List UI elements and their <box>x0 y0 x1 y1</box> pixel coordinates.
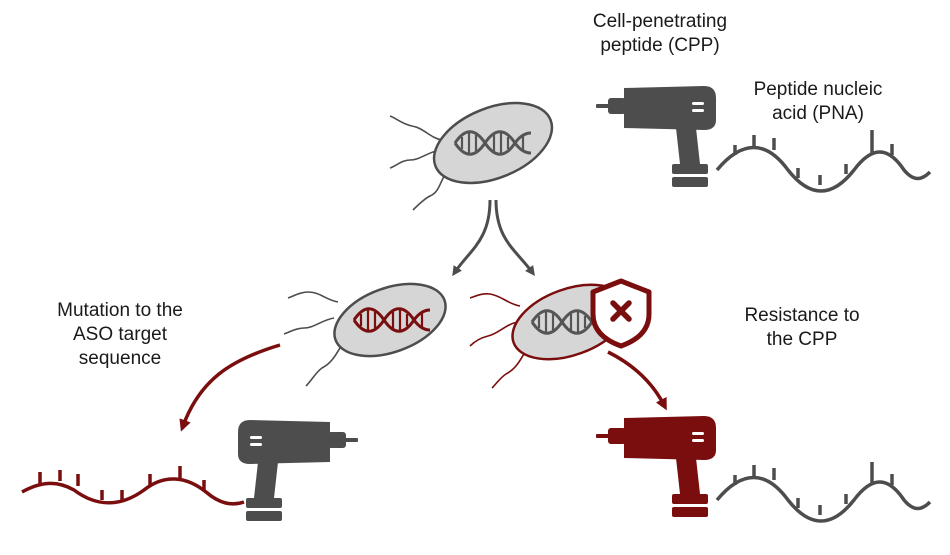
drill-icon <box>238 420 358 521</box>
mutant-bacterium <box>283 282 447 387</box>
mutation-label-line2: ASO target <box>73 324 167 345</box>
arrow-icon <box>452 199 492 277</box>
pna-strand-icon <box>715 475 932 523</box>
pna-label-line1: Peptide nucleic <box>753 79 883 100</box>
bottom-right-pna-strand <box>715 462 932 523</box>
bacterium-icon <box>333 282 447 358</box>
arrow-icon <box>494 199 535 277</box>
pna-label: Peptide nucleic acid (PNA) <box>738 78 898 126</box>
pna-bases <box>733 130 894 185</box>
mutation-label: Mutation to the ASO target sequence <box>35 299 205 371</box>
arrow-icon <box>607 350 667 411</box>
split-arrows <box>452 199 535 277</box>
cpp-label-line1: Cell-penetrating <box>592 11 728 32</box>
resistance-label: Resistance to the CPP <box>722 304 882 352</box>
mutation-label-line1: Mutation to the <box>57 300 183 321</box>
top-drill <box>596 86 716 187</box>
cpp-label-line2: peptide (CPP) <box>600 35 720 56</box>
drill-icon <box>596 416 716 517</box>
pna-strand-icon <box>21 477 245 506</box>
pna-label-line2: acid (PNA) <box>772 103 864 124</box>
bottom-left-drill <box>238 420 358 521</box>
mutation-label-line3: sequence <box>78 348 162 369</box>
bottom-right-drill <box>596 416 716 517</box>
resistant-bacterium <box>469 278 652 389</box>
top-pna-strand <box>715 130 932 193</box>
arrow-icon <box>179 343 281 432</box>
cpp-label: Cell-penetrating peptide (CPP) <box>575 10 745 58</box>
flagella <box>389 115 449 211</box>
shield-x-icon <box>590 278 652 349</box>
bottom-left-pna-strand <box>21 466 245 506</box>
pna-bases <box>733 462 894 515</box>
top-bacterium <box>389 101 554 211</box>
pna-bases <box>38 466 206 502</box>
resistance-label-line2: the CPP <box>766 329 838 350</box>
pna-strand-icon <box>715 145 932 193</box>
resistance-label-line1: Resistance to <box>744 305 860 326</box>
drill-icon <box>596 86 716 187</box>
